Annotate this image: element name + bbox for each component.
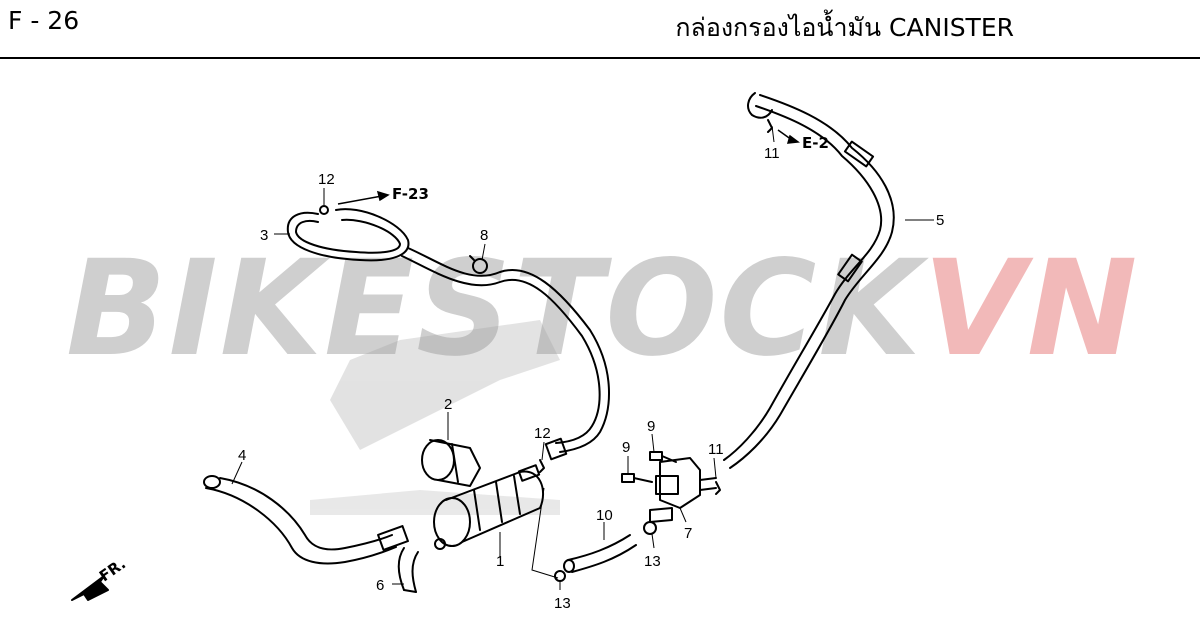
callout-10: 10	[596, 507, 613, 524]
page-title: กล่องกรองไอน้ำมัน CANISTER	[675, 13, 1014, 42]
reference-arrows	[337, 129, 800, 205]
brand-logo-watermark	[310, 320, 560, 515]
clamp-8	[469, 255, 488, 274]
callout-2: 2	[444, 396, 452, 413]
callout-6: 6	[376, 577, 384, 594]
header: F - 26 กล่องกรองไอน้ำมัน CANISTER	[0, 0, 1200, 59]
bolt-9a	[621, 473, 653, 483]
callout-4: 4	[238, 447, 246, 464]
hose-10	[563, 534, 637, 573]
bolt-9b	[649, 451, 677, 463]
reference-e2: E-2	[802, 134, 829, 152]
canister-cap-2	[421, 439, 481, 487]
callout-3: 3	[260, 227, 268, 244]
clip-11-valve	[715, 481, 721, 495]
solenoid-valve-7	[649, 457, 717, 523]
callout-1: 1	[496, 553, 504, 570]
clamp-13-right	[643, 521, 657, 535]
hose-long-purge	[401, 247, 610, 461]
callout-9-left: 9	[622, 439, 630, 456]
watermark: BIKESTOCKVN	[66, 232, 1139, 386]
hose-4	[203, 475, 409, 565]
hose-6	[397, 547, 419, 593]
reference-f23: F-23	[392, 185, 429, 203]
watermark-part-2: VN	[922, 232, 1140, 386]
callout-12-canister: 12	[534, 425, 551, 442]
callout-5: 5	[936, 212, 944, 229]
callout-11-top: 11	[764, 145, 780, 162]
callout-11-valve: 11	[708, 441, 724, 458]
callout-12-top: 12	[318, 171, 335, 188]
hose-5	[723, 92, 895, 469]
watermark-part-1: BIKESTOCK	[66, 232, 923, 386]
header-divider	[0, 57, 1200, 59]
callout-9-right: 9	[647, 418, 655, 435]
callout-7: 7	[684, 525, 692, 542]
clip-11-top	[767, 119, 773, 133]
canister-1	[433, 464, 545, 550]
page-code: F - 26	[8, 6, 80, 35]
clip-12-top	[319, 205, 329, 215]
callout-13-right: 13	[644, 553, 661, 570]
callout-13-left: 13	[554, 595, 571, 612]
clamp-13-left	[554, 570, 566, 582]
callout-8: 8	[480, 227, 488, 244]
hose-3	[286, 208, 410, 262]
front-arrow	[71, 575, 109, 601]
clip-12-canister	[539, 459, 545, 473]
leader-lines	[231, 125, 934, 590]
